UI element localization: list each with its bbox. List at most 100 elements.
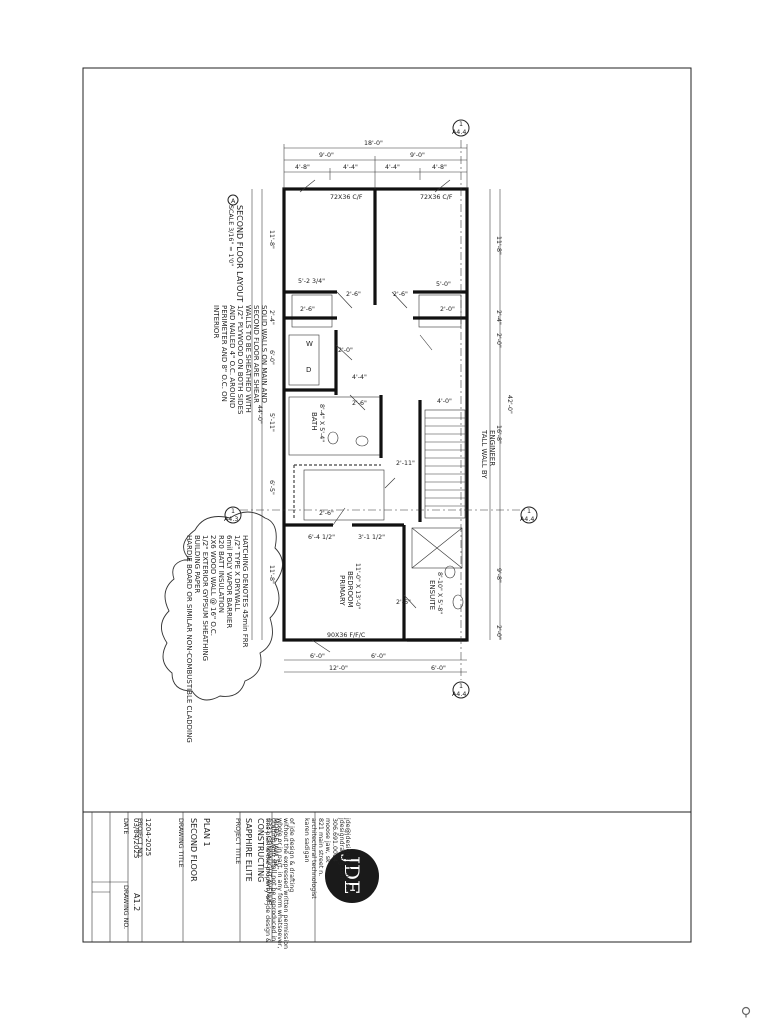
stairs bbox=[424, 409, 466, 519]
door-swing bbox=[336, 291, 353, 309]
drawing-no-label: DRAWING NO. bbox=[122, 885, 129, 929]
dim-top-q2: 4'-4" bbox=[343, 164, 358, 171]
dim-right: 11'-8" bbox=[495, 236, 502, 255]
dim-right: 9'-8" bbox=[495, 568, 502, 583]
section-sheet-top: A4.4 bbox=[452, 129, 466, 136]
section-num-left: 1 bbox=[231, 508, 235, 515]
bath-size: 8'-4" X 5'-4" bbox=[318, 404, 325, 442]
dim-right: 16'-8" bbox=[495, 425, 502, 444]
dim-right-total: 42'-0" bbox=[506, 395, 513, 414]
shear-note-line: PERIMETER AND 8" O.C. ON bbox=[220, 305, 228, 402]
section-sheet-bottom: A4.4 bbox=[452, 691, 466, 698]
designer-line: moose jaw, sk bbox=[324, 818, 331, 863]
dim-interior: 2'-11" bbox=[396, 460, 415, 467]
laundry-area bbox=[288, 334, 320, 386]
dim-top-q1: 4'-8" bbox=[295, 164, 310, 171]
closet-right-label: 72X36 C/F bbox=[420, 194, 453, 201]
dim-interior: 5'-0" bbox=[436, 281, 451, 288]
designer-line: karen sadigan bbox=[303, 818, 310, 862]
door-swing bbox=[391, 291, 408, 309]
fire-note-line: HARDIE BOARD OR SIMILAR NON-COMBUSTIBLE … bbox=[185, 535, 193, 743]
window-mark bbox=[299, 179, 316, 193]
section-marker-left bbox=[224, 506, 242, 524]
dim-top-overall: 18'-0" bbox=[364, 140, 383, 147]
door-swing bbox=[332, 507, 346, 526]
drawing-no: A1.2 bbox=[132, 893, 141, 911]
dim-right: 2'-0" bbox=[495, 625, 502, 640]
dim-interior: 2'-0" bbox=[440, 306, 455, 313]
copyright-line: drafting and shall not be reproduced in bbox=[270, 818, 277, 941]
layout-scale: SCALE 3/16" = 1'0" bbox=[227, 205, 234, 266]
shear-note-line: INTERIOR bbox=[212, 305, 220, 338]
dim-top-q3: 4'-4" bbox=[385, 164, 400, 171]
section-num-right: 1 bbox=[527, 508, 531, 515]
dim-interior: 2'-6" bbox=[393, 291, 408, 298]
logo-text: JDE bbox=[340, 854, 364, 895]
fire-note-line: R20 BATT INSULATION bbox=[217, 535, 225, 613]
dim-left: 11'-8" bbox=[268, 230, 275, 249]
dim-bottom-d: 6'-0" bbox=[431, 665, 446, 672]
revision-cloud bbox=[161, 511, 283, 701]
tall-wall-note: TALL WALL BY ENGINEER bbox=[480, 429, 496, 479]
dim-bottom-b: 6'-0" bbox=[371, 653, 386, 660]
project-title-block: PROJECT TITLE SAPPHIRE ELITE CONSTRUCTIN… bbox=[234, 818, 279, 905]
location-pin-icon bbox=[741, 1006, 751, 1018]
window-mark bbox=[311, 639, 331, 653]
section-num-top: 1 bbox=[459, 121, 463, 128]
primary-size: 11'-0" X 13'-0" bbox=[354, 563, 361, 609]
dim-bottom-a: 6'-0" bbox=[310, 653, 325, 660]
dim-interior: 2'-6" bbox=[396, 599, 411, 606]
dim-interior: 2'-6" bbox=[319, 510, 334, 517]
door-swing bbox=[403, 594, 417, 609]
copyright-note: this plan is the property of jde design … bbox=[264, 818, 295, 949]
section-sheet-right: A4.4 bbox=[520, 516, 534, 523]
floor-plan bbox=[282, 179, 469, 653]
dim-bottom-c: 12'-0" bbox=[329, 665, 348, 672]
drawing-title-label: DRAWING TITLE bbox=[177, 818, 184, 868]
section-num-bottom: 1 bbox=[459, 683, 463, 690]
copyright-line: without the expressed written permission bbox=[282, 818, 289, 949]
bath-label: BATH bbox=[310, 412, 318, 431]
designer-line: 821 main street n. bbox=[317, 818, 324, 876]
dim-interior: 2'-6" bbox=[352, 400, 367, 407]
dryer-label: D bbox=[306, 366, 311, 374]
date-value: 03/04/2025 bbox=[132, 818, 140, 858]
shear-note: SOLID WALLS ON MAIN AND SECOND FLOOR ARE… bbox=[212, 305, 268, 415]
ensuite-size: 8'-10" X 5'-8" bbox=[436, 572, 443, 614]
shear-note-line: WALLS TO BE SHEATHED WITH bbox=[244, 305, 252, 413]
fire-note-line: 1/2" EXTERIOR GYPSUM SHEATHING bbox=[201, 535, 209, 661]
dim-interior: 4'-4" bbox=[352, 374, 367, 381]
project-no-block: PROJECT NO. 1204-2025 bbox=[136, 818, 152, 859]
shear-note-line: SOLID WALLS ON MAIN AND bbox=[260, 305, 268, 403]
dim-interior: 2'-0" bbox=[338, 347, 353, 354]
tall-wall-note-line: ENGINEER bbox=[488, 430, 496, 466]
dim-interior: 3'-1 1/2" bbox=[358, 534, 385, 541]
door-swing bbox=[335, 344, 353, 361]
layout-title: SECOND FLOOR LAYOUT bbox=[235, 205, 244, 302]
closet-left-label: 72X36 C/F bbox=[330, 194, 363, 201]
project-title-2: CONSTRUCTING bbox=[256, 818, 265, 882]
designer-info: karen sadigan architectural technologist… bbox=[303, 817, 352, 899]
section-marker-bottom bbox=[452, 681, 470, 699]
ensuite-sink-icon bbox=[452, 594, 464, 610]
dim-interior: 2'-6" bbox=[346, 291, 361, 298]
hall-closet bbox=[303, 469, 385, 521]
dim-interior: 6'-4 1/2" bbox=[308, 534, 335, 541]
dimension-lines bbox=[240, 140, 525, 680]
window-mark bbox=[434, 179, 451, 193]
door-swing bbox=[349, 394, 366, 411]
dim-interior: 4'-0" bbox=[437, 398, 452, 405]
project-address-1: 1331 CONNAUGHT AVENUE bbox=[265, 818, 272, 905]
closet-bottom-label: 90X36 F/F/C bbox=[327, 632, 366, 639]
door-swing bbox=[384, 477, 396, 489]
dim-left: 6'-0" bbox=[268, 350, 275, 365]
project-title-1: SAPPHIRE ELITE bbox=[244, 818, 253, 882]
dim-left: 6'-5" bbox=[268, 480, 275, 495]
dim-interior: 2'-6" bbox=[300, 306, 315, 313]
dim-interior: 5'-2 3/4" bbox=[298, 278, 325, 285]
section-marker-right bbox=[520, 506, 538, 524]
dim-left-total: 44'-0" bbox=[256, 405, 263, 424]
shower bbox=[411, 527, 463, 569]
drawing-no-block: DRAWING NO. A1.2 bbox=[122, 885, 141, 929]
